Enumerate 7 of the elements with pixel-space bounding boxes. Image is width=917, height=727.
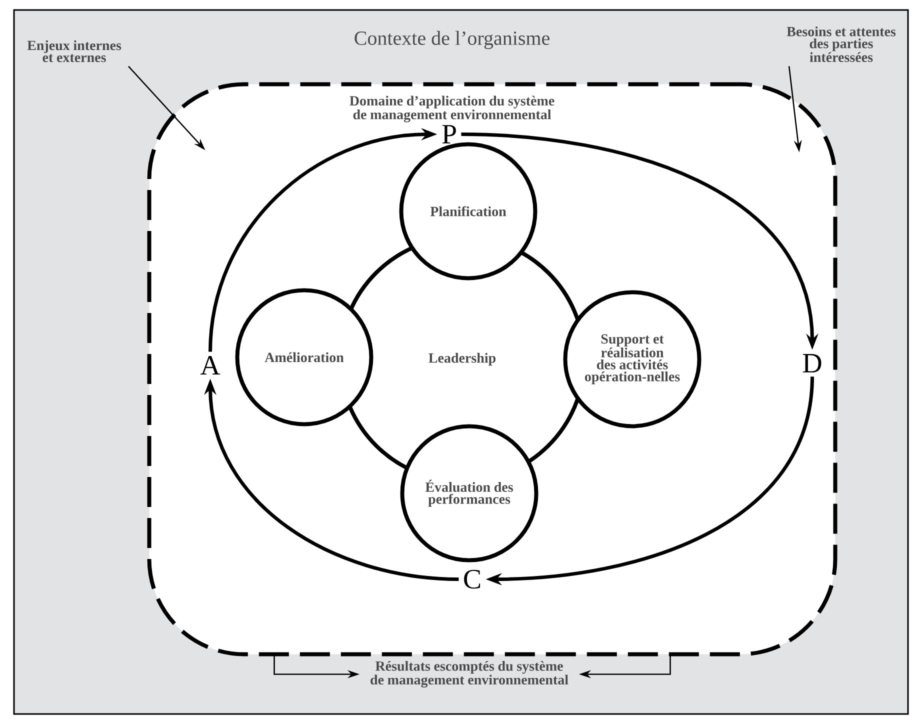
cycle-letter: D bbox=[802, 354, 822, 372]
note-text: Enjeux internes et externes bbox=[27, 40, 122, 62]
cycle-letter: A bbox=[200, 356, 220, 374]
cycle-letter: P bbox=[442, 125, 456, 144]
note-text: Besoins et attentes des parties intéressées bbox=[786, 26, 896, 62]
note-text: Résultats escomptés du système de management environnemental bbox=[370, 660, 568, 688]
cycle-letter: C bbox=[464, 570, 480, 589]
